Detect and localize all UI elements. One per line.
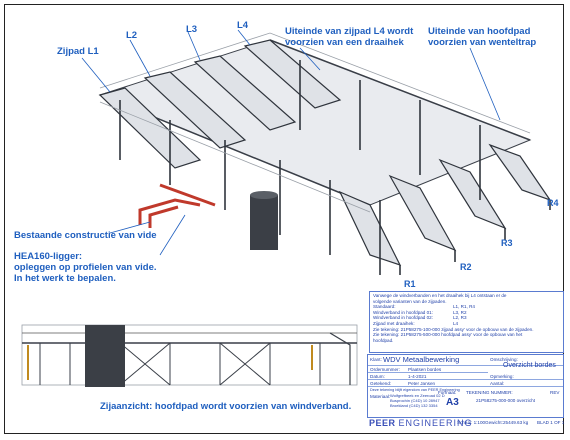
callout-l3: L3 [186, 24, 198, 35]
side-walkway-l2 [143, 71, 247, 149]
peer-engineering-logo: PEER ENGINEERING [369, 418, 473, 428]
callout-hea-2: opleggen op profielen van vide. [14, 262, 157, 273]
silo-cylinder [250, 195, 278, 250]
notes-line-4: Zie tekening: 21P58275-500-000 hoofdpad … [373, 332, 523, 338]
notes-row: Zijpad met draaihek:L4 [373, 320, 459, 326]
callout-uiteinde-l4-2: voorzien van een draaihek [285, 37, 404, 48]
side-walkway-l4 [243, 39, 342, 109]
label-r3: R3 [501, 238, 513, 248]
side-view-caption: Zijaanzicht: hoofdpad wordt voorzien van… [100, 401, 352, 412]
notes-line-3: Zie tekening: 21P58275-100-000 zijpad as… [373, 326, 534, 332]
side-walkway-r4 [488, 143, 552, 202]
existing-void-construction [138, 183, 216, 228]
notes-row: Windverband in hoofdpad 01:L3, R2 [373, 309, 467, 315]
label-r1: R1 [404, 279, 416, 289]
callout-uiteinde-l4-1: Uiteinde van zijpad L4 wordt [285, 26, 414, 37]
label-r2: R2 [460, 262, 472, 272]
notes-row: Standaard:L1, R1, R4 [373, 304, 475, 310]
side-walkway-l3 [193, 55, 297, 131]
side-walkway-r3 [438, 158, 507, 230]
side-walkway-l1 [98, 87, 202, 169]
callout-zijpad-l1: Zijpad L1 [57, 46, 99, 57]
callout-uiteinde-hoofdpad-1: Uiteinde van hoofdpad [428, 26, 531, 37]
notes-row: Windverband in hoofdpad 02:L2, R3 [373, 315, 467, 321]
client-name: WDV Metaalbewerking [383, 355, 460, 364]
callout-hea-3: In het werk te bepalen. [14, 273, 116, 284]
title-block: Klant: WDV Metaalbewerking Omschrijving:… [367, 354, 564, 418]
callout-uiteinde-hoofdpad-2: voorzien van wenteltrap [428, 37, 537, 48]
drawing-sheet [4, 4, 564, 434]
side-walkway-r2 [388, 174, 457, 252]
callout-bestaande-constructie: Bestaande constructie van vide [14, 230, 157, 241]
callout-l4: L4 [237, 20, 249, 31]
notes-line-2: volgende varianten van de zijpaden. [373, 298, 447, 304]
label-r4: R4 [547, 198, 559, 208]
sheet-format: A3 [446, 397, 459, 408]
side-elevation-view [21, 324, 358, 387]
notes-box: Vanwege de windverbanden en het draaihek… [369, 291, 564, 353]
callout-hea-1: HEA160-ligger: [14, 251, 83, 262]
notes-line-5: hoofdpad. [373, 337, 394, 343]
drawing-number: 21P58275-000-000 overzicht [476, 398, 535, 403]
callout-l2: L2 [126, 30, 138, 41]
drawing-description: Overzicht bordes [503, 362, 556, 369]
notes-line-1: Vanwege de windverbanden en het draaihek… [373, 293, 507, 298]
